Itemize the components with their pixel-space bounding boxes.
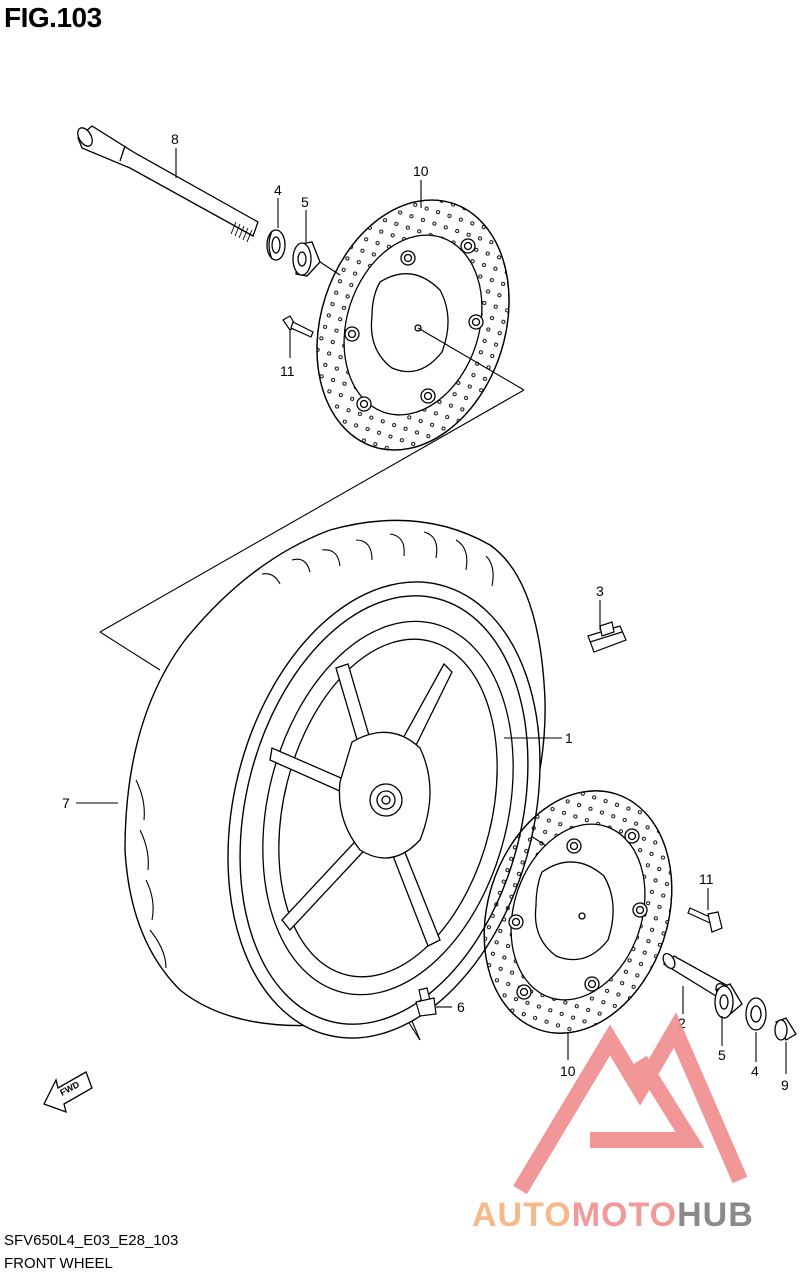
bearing-upper bbox=[292, 241, 321, 277]
balancer-weight bbox=[587, 621, 627, 653]
front-axle bbox=[77, 125, 259, 243]
air-valve bbox=[415, 987, 437, 1017]
brake-disc-lower bbox=[483, 790, 673, 1034]
leader-lines bbox=[76, 148, 787, 1074]
brand-part-hub: HUB bbox=[677, 1196, 754, 1234]
bearing-lower bbox=[714, 983, 743, 1019]
oil-seal-upper bbox=[266, 229, 286, 261]
forward-direction-arrow: FWD bbox=[43, 1071, 93, 1114]
callout-10-lower: 10 bbox=[560, 1063, 576, 1079]
callout-9: 9 bbox=[781, 1077, 789, 1093]
watermark-brand: AUTOMOTOHUB bbox=[472, 1196, 754, 1235]
callout-1: 1 bbox=[565, 730, 573, 746]
callout-2: 2 bbox=[678, 1015, 686, 1031]
callout-4-lower: 4 bbox=[751, 1063, 759, 1079]
callout-3: 3 bbox=[596, 583, 604, 599]
disc-bolt-lower bbox=[687, 907, 723, 933]
disc-bolt-upper bbox=[282, 315, 314, 338]
callout-8: 8 bbox=[171, 131, 179, 147]
callout-numbers: 8 4 5 10 11 3 1 7 11 6 2 5 10 4 9 bbox=[62, 131, 789, 1093]
model-code: SFV650L4_E03_E28_103 bbox=[4, 1232, 179, 1249]
callout-6: 6 bbox=[457, 999, 465, 1015]
section-name: FRONT WHEEL bbox=[4, 1255, 113, 1272]
oil-seal-lower bbox=[745, 997, 767, 1031]
front-wheel-rim bbox=[262, 620, 514, 996]
callout-10-upper: 10 bbox=[413, 163, 429, 179]
callout-5-upper: 5 bbox=[301, 194, 309, 210]
callout-11-lower: 11 bbox=[699, 871, 714, 887]
figure-title: FIG.103 bbox=[4, 2, 102, 33]
brake-disc-upper bbox=[316, 199, 510, 451]
callout-7: 7 bbox=[62, 795, 70, 811]
brand-part-auto: AUTO bbox=[472, 1196, 572, 1234]
brand-part-moto: MOTO bbox=[571, 1196, 678, 1234]
callout-5-lower: 5 bbox=[718, 1047, 726, 1063]
watermark-logo-icon bbox=[513, 1012, 748, 1195]
callout-4-upper: 4 bbox=[274, 182, 282, 198]
axle-collar bbox=[774, 1017, 797, 1041]
callout-11-upper: 11 bbox=[280, 363, 295, 379]
